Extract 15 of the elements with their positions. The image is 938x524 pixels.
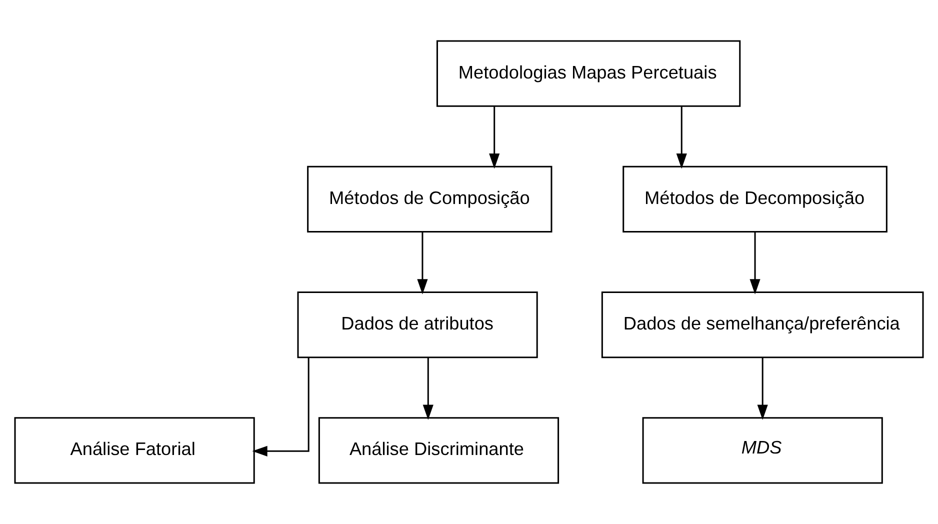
arrow — [417, 232, 428, 294]
arrow — [422, 358, 434, 420]
node-box: Metodologias Mapas Percetuais — [436, 40, 741, 107]
arrow — [489, 106, 500, 169]
node-box: Análise Fatorial — [14, 417, 255, 484]
node-box: MDS — [642, 417, 883, 484]
arrow — [750, 232, 760, 294]
arrow — [757, 358, 768, 420]
arrow — [252, 357, 310, 456]
node-box: Métodos de Decomposição — [622, 166, 888, 232]
node-box: Dados de atributos — [297, 292, 538, 358]
node-box: Métodos de Composição — [307, 166, 552, 232]
arrow — [676, 106, 687, 169]
node-box: Dados de semelhança/preferência — [601, 292, 924, 358]
node-box: Análise Discriminante — [318, 417, 560, 484]
